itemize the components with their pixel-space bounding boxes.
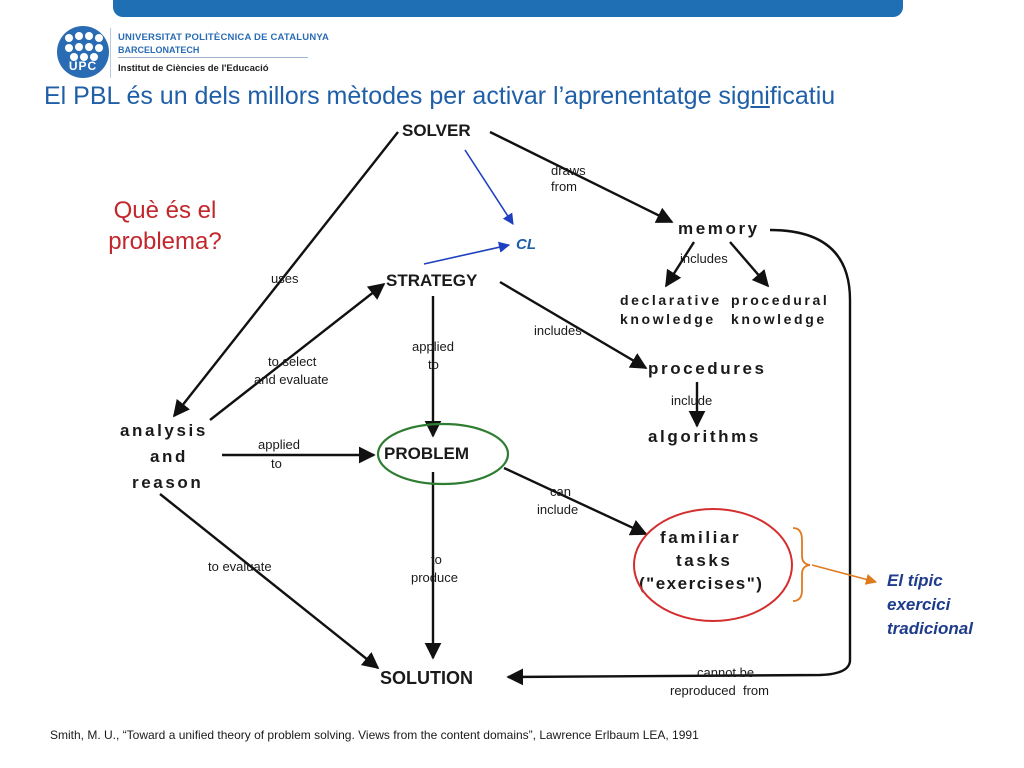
exercises-brace [792,527,811,602]
problem-highlight-circle [376,422,510,486]
citation-text: Smith, M. U., “Toward a unified theory o… [50,728,699,742]
edge-solver-analysis [172,131,399,418]
title-text-end: ficatiu [769,82,836,110]
university-name: UNIVERSITAT POLITÈCNICA DE CATALUNYA [118,32,330,43]
institute-name: Institut de Ciències de l'Educació [118,63,269,74]
diagram-edges [159,130,852,686]
label-uses: uses [271,271,299,286]
edge-strategy-procedures [499,280,648,370]
node-declarative-knowledge-1: declarative [620,292,722,308]
slide-title: El PBL és un dels millors mètodes per ac… [44,82,835,111]
edge-memory-solution [506,228,852,686]
edge-analysis-solution [159,493,380,670]
label-applied-analysis: applied [258,437,300,452]
label-to-select: to select [268,354,317,369]
node-procedures: procedures [648,359,767,378]
node-analysis: analysis [120,421,208,440]
question-text: Què és el problema? [80,195,250,257]
edge-analysis-strategy [209,282,386,421]
top-banner-bar [113,0,903,17]
node-memory: memory [678,219,760,238]
cl-arrow-from-strategy [423,241,511,265]
label-and-evaluate: and evaluate [254,372,328,387]
node-algorithms: algorithms [648,427,761,446]
node-strategy: STRATEGY [386,271,478,290]
node-declarative-knowledge-2: knowledge [620,311,716,327]
label-includes-strategy: includes [534,323,582,338]
node-reason: reason [132,473,203,492]
question-line-1: Què és el [113,197,217,224]
note-line-1: El típic [887,571,943,590]
title-text-start: El PBL és un dels millors mètodes per ac… [44,82,751,110]
node-procedural-knowledge-1: procedural [731,292,829,308]
exercises-highlight-circle [633,508,793,622]
title-text-underlined: ni [750,82,770,110]
node-procedural-knowledge-2: knowledge [731,311,827,327]
label-include-procedures: include [671,393,712,408]
university-subtitle: BARCELONATECH [118,45,200,55]
label-draws: draws [551,163,586,178]
node-exercises: ("exercises") [639,574,763,593]
logo-text: UPC [68,59,98,73]
edge-problem-familiar [503,466,648,536]
note-line-3: tradicional [887,619,974,638]
node-familiar: familiar [660,528,741,547]
node-problem: PROBLEM [384,444,469,463]
label-can: can [550,484,571,499]
label-cannot-be: cannot be [697,665,754,680]
label-to-strategy: to [428,357,439,372]
node-solution: SOLUTION [380,668,473,688]
label-includes-memory: includes [680,251,728,266]
label-reproduced-from: reproduced from [670,683,769,698]
edge-solver-memory [489,130,674,224]
label-to-produce-1: to [431,552,442,567]
edge-memory-procedural [729,241,770,288]
label-include-familiar: include [537,502,578,517]
cl-label: CL [516,236,536,253]
node-solver: SOLVER [402,121,471,140]
cl-arrow-from-solver [464,149,514,225]
label-applied-strategy: applied [412,339,454,354]
edge-memory-declarative [664,241,696,288]
brace-arrow [811,564,878,585]
node-tasks: tasks [676,551,732,570]
label-to-evaluate: to evaluate [208,559,272,574]
label-from: from [551,179,577,194]
header-rule [118,57,308,58]
logo-divider [110,28,111,78]
question-line-2: problema? [108,228,222,255]
label-to-analysis: to [271,456,282,471]
upc-logo-icon: UPC [57,26,109,78]
label-to-produce-2: produce [411,570,458,585]
note-line-2: exercici [887,595,952,614]
node-and: and [150,447,188,466]
